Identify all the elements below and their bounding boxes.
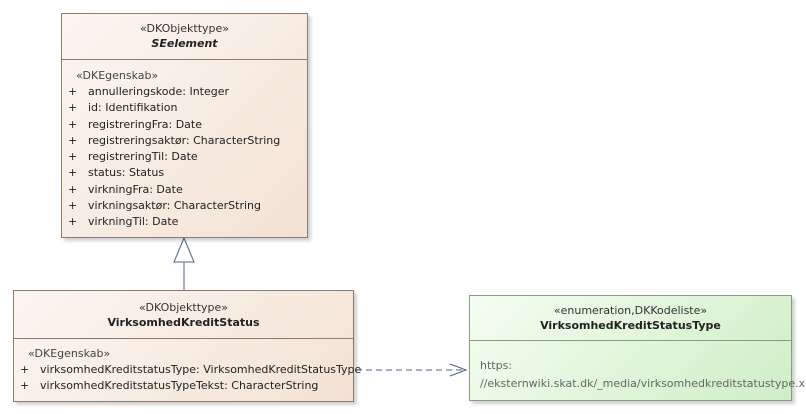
attribute-row[interactable]: + virkningTil: Date — [68, 214, 307, 230]
attribute-row[interactable]: + annulleringskode: Integer — [68, 84, 307, 100]
attribute-row[interactable]: + virksomhedKreditstatusType: VirksomhedK… — [20, 362, 361, 378]
virksomhed-kreditstatus-class[interactable]: «DKObjekttype» VirksomhedKreditStatus «D… — [13, 290, 361, 402]
enumeration-note: https: //eksternwiki.skat.dk/_media/virk… — [470, 341, 806, 393]
enumeration-name: VirksomhedKreditStatusType — [540, 319, 721, 332]
visibility-marker: + — [68, 133, 78, 147]
visibility-marker: + — [68, 215, 78, 229]
class-stereotype: «DKObjekttype» — [139, 22, 230, 35]
visibility-marker: + — [68, 150, 78, 164]
attribute-row[interactable]: + status: Status — [68, 165, 307, 181]
visibility-marker: + — [20, 379, 30, 393]
visibility-marker: + — [68, 182, 78, 196]
visibility-marker: + — [68, 101, 78, 115]
attribute-text: virkningTil: Date — [88, 215, 179, 229]
dependency-arrowhead — [449, 363, 468, 377]
attribute-row[interactable]: + registreringTil: Date — [68, 149, 307, 165]
attribute-text: virksomhedKreditstatusType: VirksomhedKr… — [40, 363, 362, 376]
generalization-arrowhead — [173, 236, 195, 263]
attribute-row[interactable]: + id: Identifikation — [68, 100, 307, 116]
note-link[interactable]: //eksternwiki.skat.dk/_media/virksomhedk… — [480, 377, 806, 390]
attribute-row[interactable]: + registreringFra: Date — [68, 117, 307, 133]
attribute-text: registreringsaktør: CharacterString — [88, 133, 281, 147]
attribute-stereotype: «DKEgenskab» — [28, 347, 111, 360]
attribute-text: registreringTil: Date — [88, 150, 198, 164]
visibility-marker: + — [20, 363, 30, 376]
attribute-text: virksomhedKreditstatusTypeTekst: Charact… — [40, 379, 319, 393]
class-name: SEelement — [151, 37, 218, 50]
attribute-text: virkningFra: Date — [88, 182, 183, 196]
enumeration-header: «enumeration,DKKodeliste» VirksomhedKred… — [470, 296, 791, 341]
attribute-row[interactable]: + virkningsaktør: CharacterString — [68, 198, 307, 214]
attribute-row[interactable]: + virkningFra: Date — [68, 182, 307, 198]
attribute-row[interactable]: + virksomhedKreditstatusTypeTekst: Charac… — [20, 378, 353, 394]
visibility-marker: + — [68, 199, 78, 213]
attribute-compartment: «DKEgenskab» +annulleringskode: Integer … — [62, 60, 307, 231]
attribute-text: id: Identifikation — [88, 101, 178, 115]
visibility-marker: + — [68, 117, 78, 131]
attribute-text: registreringFra: Date — [88, 117, 202, 131]
attribute-stereotype: «DKEgenskab» — [76, 69, 159, 82]
attribute-row[interactable]: + registreringsaktør: CharacterString — [68, 133, 307, 149]
attribute-text: annulleringskode: Integer — [88, 85, 230, 98]
class-header: «DKObjekttype» VirksomhedKreditStatus — [14, 291, 353, 339]
attribute-text: virkningsaktør: CharacterString — [88, 199, 261, 213]
note-line: https: — [480, 359, 513, 372]
class-header: «DKObjekttype» SEelement — [62, 14, 307, 60]
visibility-marker: + — [68, 85, 78, 98]
class-stereotype: «DKObjekttype» — [138, 301, 229, 314]
attribute-text: status: Status — [88, 166, 165, 180]
attribute-compartment: «DKEgenskab» + virksomhedKreditstatusType… — [14, 339, 361, 395]
kreditstatus-type-enumeration[interactable]: «enumeration,DKKodeliste» VirksomhedKred… — [469, 295, 806, 401]
enumeration-stereotype: «enumeration,DKKodeliste» — [553, 304, 708, 317]
seelement-class[interactable]: «DKObjekttype» SEelement «DKEgenskab» + a… — [61, 13, 308, 238]
class-name: VirksomhedKreditStatus — [107, 316, 260, 329]
visibility-marker: + — [68, 166, 78, 180]
